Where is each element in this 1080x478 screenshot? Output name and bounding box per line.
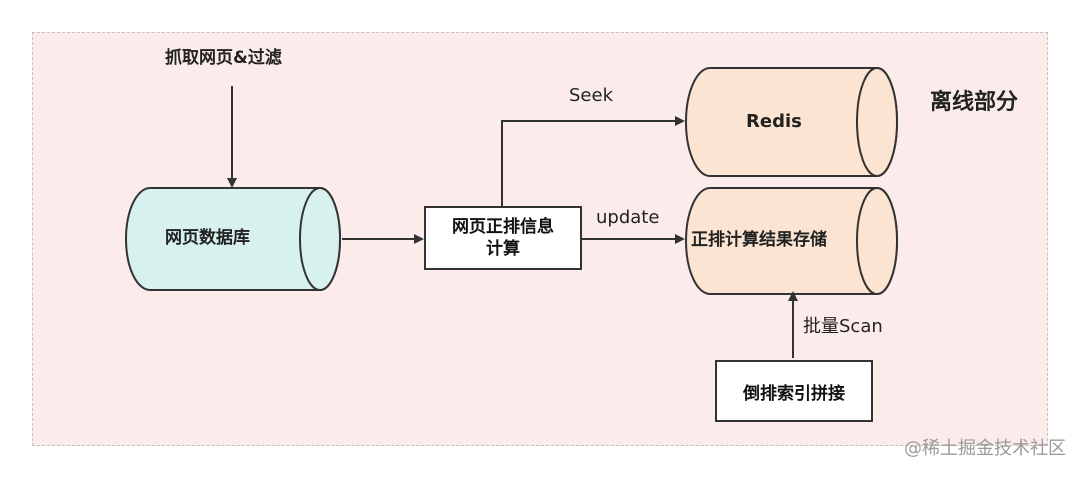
inverted-merge-label: 倒排索引拼接 bbox=[743, 383, 845, 404]
update-edge-label: update bbox=[596, 207, 660, 228]
forward-compute-line1: 网页正排信息 bbox=[452, 216, 554, 237]
watermark: @稀土掘金技术社区 bbox=[904, 438, 1066, 459]
webpage-db-label: 网页数据库 bbox=[165, 228, 250, 248]
offline-section-label: 离线部分 bbox=[930, 90, 1019, 115]
forward-compute-box: 网页正排信息 计算 bbox=[424, 206, 582, 270]
forward-store-label: 正排计算结果存储 bbox=[691, 230, 827, 250]
crawl-filter-label: 抓取网页&过滤 bbox=[165, 48, 282, 68]
redis-label: Redis bbox=[746, 111, 802, 132]
inverted-merge-box: 倒排索引拼接 bbox=[715, 360, 873, 422]
forward-compute-line2: 计算 bbox=[486, 239, 520, 259]
seek-edge-label: Seek bbox=[569, 85, 613, 106]
arrow-seek-to-redis bbox=[501, 116, 685, 206]
forward-store-cylinder bbox=[685, 187, 898, 295]
webpage-db-cylinder bbox=[125, 187, 341, 291]
batch-scan-edge-label: 批量Scan bbox=[803, 316, 883, 337]
redis-cylinder bbox=[685, 67, 898, 177]
